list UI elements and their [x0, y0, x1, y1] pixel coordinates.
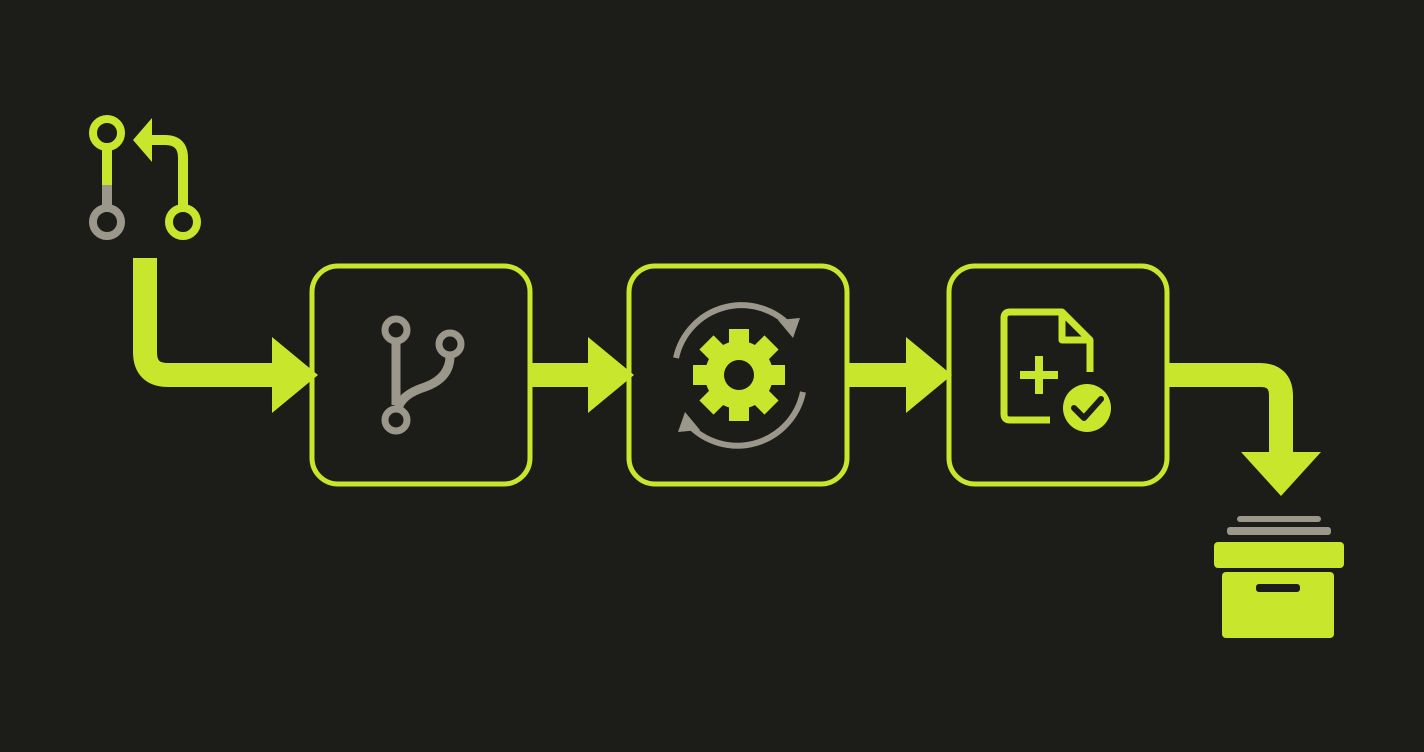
archive-box-icon: [1214, 516, 1344, 638]
step-box-branch: [309, 263, 533, 487]
gear-icon: [693, 329, 785, 421]
document-check-icon: [1000, 308, 1116, 437]
connector-arrow-3: [849, 337, 952, 413]
step-box-verify: [946, 263, 1170, 487]
connector-arrow-1: [133, 258, 318, 413]
pull-request-icon: [89, 115, 201, 240]
gear-cycle-icon: [673, 302, 806, 449]
connector-arrow-4: [1169, 363, 1321, 496]
connector-arrow-2: [532, 337, 634, 413]
step-box-build: [626, 263, 850, 487]
git-branch-icon: [381, 315, 465, 435]
